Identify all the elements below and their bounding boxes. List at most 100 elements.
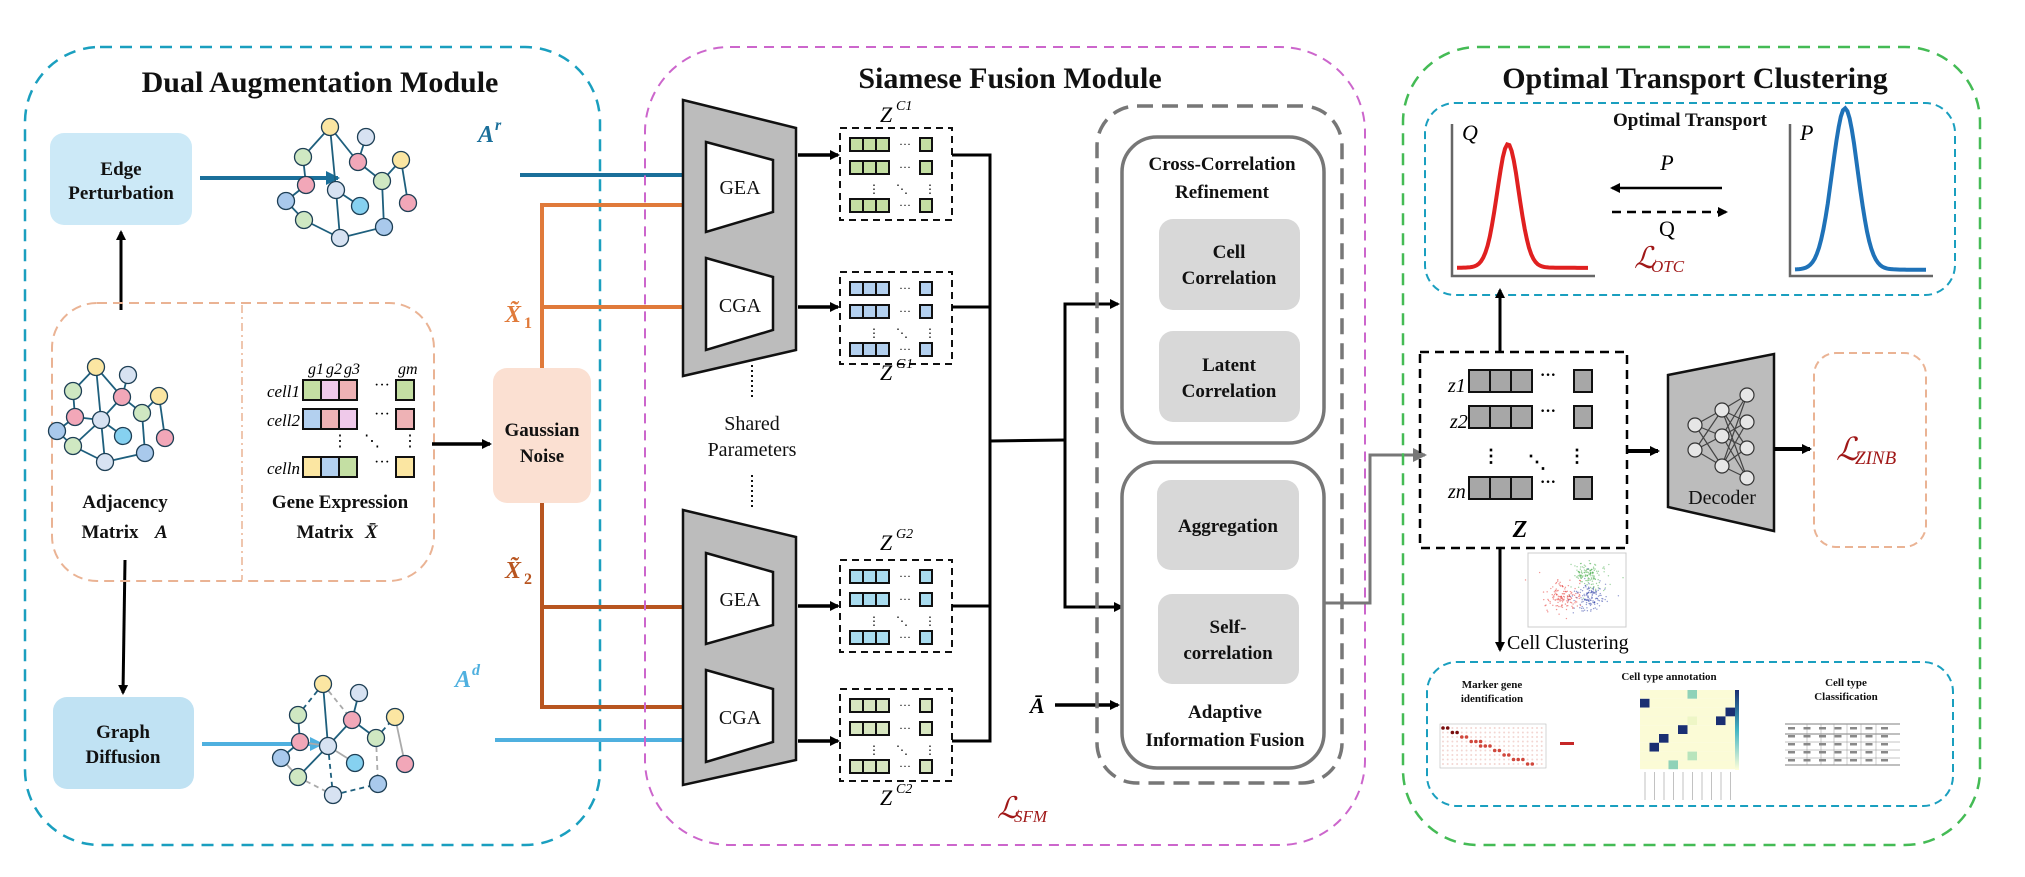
latent-cell bbox=[862, 630, 877, 645]
graph-node bbox=[63, 436, 83, 456]
z-cell bbox=[1510, 369, 1533, 393]
latent-cell bbox=[875, 304, 890, 319]
cluster-point bbox=[1574, 575, 1576, 577]
cluster-point bbox=[1589, 579, 1591, 581]
cluster-point bbox=[1580, 588, 1582, 591]
cga-block-bottom[interactable] bbox=[704, 668, 775, 764]
cluster-point bbox=[1579, 582, 1581, 585]
table-cell bbox=[1881, 743, 1888, 746]
cluster-point bbox=[1564, 586, 1567, 588]
self-correlation-line2: correlation bbox=[1183, 643, 1273, 664]
heatmap-cell bbox=[1716, 742, 1726, 752]
dotplot-dot bbox=[1474, 727, 1477, 729]
table-cell bbox=[1788, 727, 1795, 730]
gea-block-top[interactable] bbox=[704, 140, 775, 234]
dotplot-dot bbox=[1526, 740, 1529, 743]
latent-cell bbox=[875, 721, 890, 736]
cluster-point bbox=[1586, 584, 1588, 586]
cluster-point bbox=[1593, 601, 1595, 604]
dotplot-dot bbox=[1450, 730, 1455, 735]
heatmap-cell bbox=[1697, 742, 1707, 752]
graph-node bbox=[293, 147, 313, 167]
cluster-point bbox=[1558, 613, 1560, 615]
cluster-point bbox=[1589, 598, 1591, 600]
heatmap-cell bbox=[1678, 760, 1688, 770]
cluster-point bbox=[1552, 598, 1555, 600]
augmentation-to-encoder-arrows bbox=[495, 168, 707, 747]
ellipsis: ··· bbox=[1540, 403, 1556, 420]
cluster-point bbox=[1599, 594, 1601, 597]
nn-node bbox=[1714, 428, 1730, 444]
latent-cell bbox=[849, 759, 864, 774]
gene-cell bbox=[302, 408, 322, 430]
heatmap-cell bbox=[1687, 725, 1697, 734]
cluster-point bbox=[1556, 594, 1558, 596]
dotplot-dot bbox=[1479, 763, 1482, 765]
dotplot-dot bbox=[1465, 731, 1468, 734]
graph-node bbox=[132, 403, 152, 423]
arrow-q-label: Q bbox=[1659, 216, 1675, 241]
cluster-point bbox=[1587, 588, 1589, 590]
cluster-point bbox=[1566, 598, 1569, 600]
dotplot-dot bbox=[1451, 736, 1454, 738]
dotplot-dot bbox=[1465, 745, 1468, 747]
dotplot-dot bbox=[1442, 754, 1444, 756]
cluster-point bbox=[1595, 592, 1598, 594]
dotplot-dot bbox=[1493, 758, 1496, 761]
heatmap-cell bbox=[1697, 707, 1707, 717]
dotplot-dot bbox=[1470, 749, 1473, 752]
dotplot-dot bbox=[1493, 745, 1496, 747]
z-cell bbox=[1489, 405, 1512, 429]
heatmap-cell bbox=[1668, 734, 1678, 743]
cluster-point bbox=[1591, 587, 1593, 590]
cluster-point bbox=[1602, 567, 1604, 569]
dotplot-dot bbox=[1446, 740, 1449, 743]
gea-block-bottom[interactable] bbox=[704, 551, 775, 646]
heatmap-cell bbox=[1725, 707, 1735, 717]
nn-edge bbox=[1694, 424, 1723, 467]
graph-ar-label: A bbox=[476, 122, 494, 148]
aggregation-box[interactable]: Aggregation bbox=[1157, 480, 1299, 570]
graph-diffusion-box[interactable]: Graph Diffusion bbox=[53, 697, 194, 789]
cluster-point bbox=[1585, 601, 1588, 604]
latent-correlation-box[interactable]: Latent Correlation bbox=[1159, 331, 1300, 422]
dotplot-dot bbox=[1493, 731, 1496, 734]
cluster-point bbox=[1587, 582, 1590, 584]
graph-node bbox=[288, 767, 308, 787]
ellipsis: ··· bbox=[899, 137, 911, 151]
self-correlation-box[interactable]: Self- correlation bbox=[1158, 594, 1299, 684]
nn-node bbox=[1739, 470, 1755, 486]
cluster-point bbox=[1588, 583, 1590, 585]
cluster-point bbox=[1557, 597, 1559, 600]
cluster-point bbox=[1578, 594, 1581, 596]
cluster-point bbox=[1594, 578, 1596, 581]
latent-cell bbox=[875, 160, 890, 175]
edge-perturbation-box[interactable]: Edge Perturbation bbox=[50, 133, 192, 225]
cluster-point bbox=[1603, 566, 1605, 568]
dotplot-dot bbox=[1451, 727, 1454, 729]
cluster-point bbox=[1588, 589, 1591, 592]
dotplot-dot bbox=[1484, 727, 1487, 729]
cluster-point bbox=[1549, 600, 1551, 603]
cluster-point bbox=[1591, 597, 1593, 599]
table-cell bbox=[1819, 743, 1826, 746]
dotplot-dot bbox=[1517, 745, 1520, 747]
cluster-point bbox=[1587, 579, 1590, 582]
cga-block-top[interactable] bbox=[704, 256, 775, 352]
cluster-point bbox=[1590, 608, 1592, 611]
cell-correlation-box[interactable]: Cell Correlation bbox=[1159, 219, 1300, 310]
latent-correlation-line1: Latent bbox=[1202, 355, 1257, 376]
dotplot-dot bbox=[1479, 731, 1482, 734]
gaussian-noise-box[interactable]: Gaussian Noise bbox=[493, 368, 591, 503]
cluster-point bbox=[1591, 568, 1593, 571]
z-c2-sup: C2 bbox=[896, 782, 912, 797]
graph-node bbox=[368, 774, 388, 794]
ot-clustering-border bbox=[1401, 45, 1982, 847]
cluster-point bbox=[1597, 595, 1600, 597]
decoder-block[interactable]: Decoder bbox=[1666, 352, 1776, 533]
cluster-point bbox=[1581, 610, 1583, 612]
cluster-point bbox=[1596, 602, 1599, 605]
loss-otc-symbol: ℒ bbox=[1634, 242, 1657, 275]
dotplot-dot bbox=[1474, 749, 1477, 752]
cell-type-annotation-heatmap-thumbnail bbox=[1640, 690, 1739, 800]
